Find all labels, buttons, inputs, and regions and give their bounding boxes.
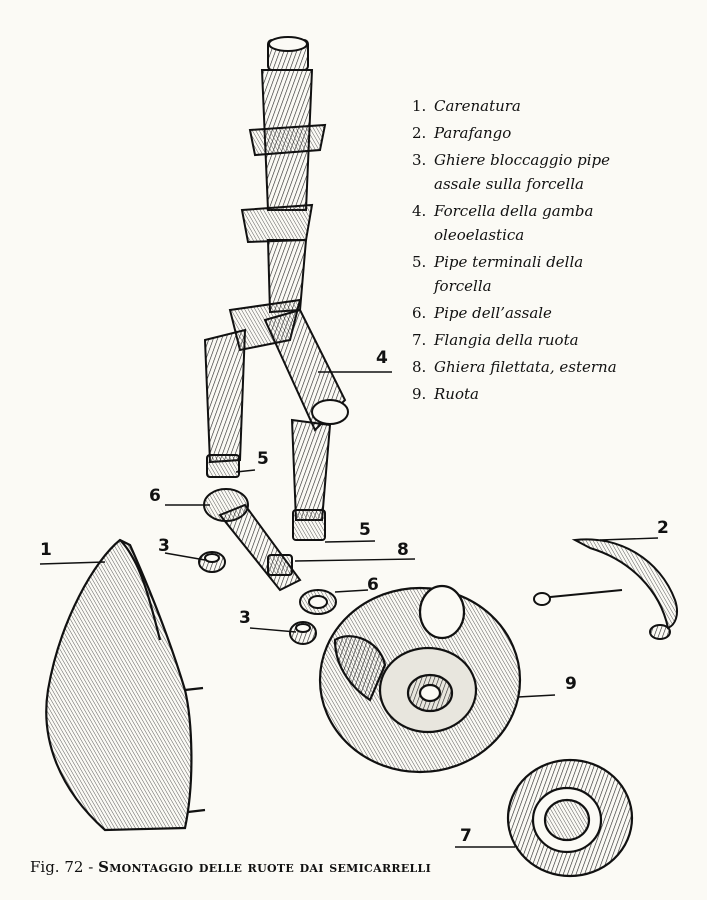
legend-item: 4.Forcella della gamba oleoelastica [412,202,594,244]
callout-6-upper: 6 [149,486,161,506]
legend-item: 1.Carenatura [412,97,521,115]
leader-lines [39,371,659,848]
legend-item: 6.Pipe dell’assale [412,304,552,322]
callout-9: 9 [565,674,577,694]
legend-item: 2.Parafango [412,124,512,142]
fork-assembly [203,36,349,541]
legend-item: 5.Pipe terminali della forcella [412,253,584,295]
callout-3-lower: 3 [239,608,251,628]
wheel-flange [506,758,634,878]
fairing [45,538,206,832]
legend-item: 9.Ruota [412,385,479,403]
parts-legend: 1.Carenatura 2.Parafango 3.Ghiere blocca… [412,94,642,409]
axle-tube [203,488,337,615]
callout-4: 4 [376,348,388,368]
wheel [318,584,522,774]
callout-3-upper: 3 [158,536,170,556]
callout-8: 8 [397,540,409,560]
mudguard [533,538,678,640]
legend-item: 7.Flangia della ruota [412,331,579,349]
lock-rings [198,551,317,645]
figure-caption: Fig. 72 - Smontaggio delle ruote dai sem… [30,858,431,876]
callout-1: 1 [40,540,52,560]
legend-item: 8.Ghiera filettata, esterna [412,358,617,376]
legend-item: 3.Ghiere bloccaggio pipe assale sulla fo… [412,151,610,193]
callout-6-lower: 6 [367,575,379,595]
callout-5-lower: 5 [359,520,371,540]
callout-2: 2 [657,518,669,538]
callout-7: 7 [460,826,472,846]
figure-number: Fig. 72 - [30,858,94,876]
figure-title: Smontaggio delle ruote dai semicarrelli [98,858,432,876]
callout-5-upper: 5 [257,449,269,469]
